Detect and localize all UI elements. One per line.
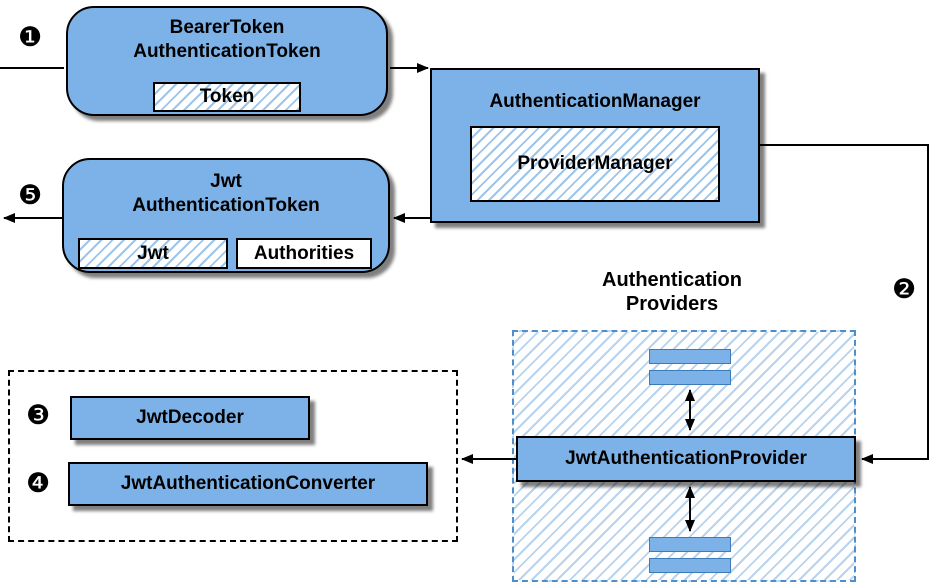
authorities-label: Authorities <box>253 242 355 264</box>
authentication-providers-label-line1: Authentication <box>602 269 742 291</box>
jwt-authentication-converter-label: JwtAuthenticationConverter <box>120 473 376 494</box>
token-label: Token <box>199 86 255 107</box>
jwt-token-title-line1: Jwt <box>210 171 242 192</box>
jwt-token-title-line2: AuthenticationToken <box>132 195 320 216</box>
authentication-providers-label: Authentication Providers <box>552 268 792 316</box>
bearer-token-authentication-token-box: BearerToken AuthenticationToken Token <box>66 6 388 116</box>
authentication-providers-label-line2: Providers <box>625 293 719 315</box>
bearer-token-title-line2: AuthenticationToken <box>133 41 321 62</box>
provider-manager-label: ProviderManager <box>517 153 673 174</box>
authentication-manager-box: AuthenticationManager ProviderManager <box>430 68 760 223</box>
provider-manager-inner-box: ProviderManager <box>470 126 720 202</box>
provider-placeholder-bar <box>649 558 731 573</box>
step-4-badge: ❹ <box>26 468 51 498</box>
authentication-manager-title: AuthenticationManager <box>489 91 701 112</box>
step-2-badge: ❷ <box>892 274 917 304</box>
jwt-decoder-label: JwtDecoder <box>136 407 244 428</box>
step-3-badge: ❸ <box>26 400 51 430</box>
provider-placeholder-bar <box>649 349 731 364</box>
jwt-authentication-provider-label: JwtAuthenticationProvider <box>565 448 807 469</box>
provider-placeholder-bar <box>649 370 731 385</box>
jwt-decoder-box: JwtDecoder <box>70 396 310 440</box>
jwt-authentication-provider-box: JwtAuthenticationProvider <box>516 436 856 482</box>
jwt-authentication-token-box: Jwt AuthenticationToken Jwt Authorities <box>62 158 390 273</box>
step-5-badge: ❺ <box>18 180 43 210</box>
provider-placeholder-bar <box>649 537 731 552</box>
jwt-authentication-converter-box: JwtAuthenticationConverter <box>68 462 428 506</box>
jwt-label: Jwt <box>137 242 169 264</box>
bearer-token-title-line1: BearerToken <box>169 17 285 38</box>
authorities-inner-box: Authorities <box>236 238 372 269</box>
jwt-inner-box: Jwt <box>78 238 228 269</box>
step-1-badge: ❶ <box>18 22 43 52</box>
token-inner-box: Token <box>153 82 301 112</box>
